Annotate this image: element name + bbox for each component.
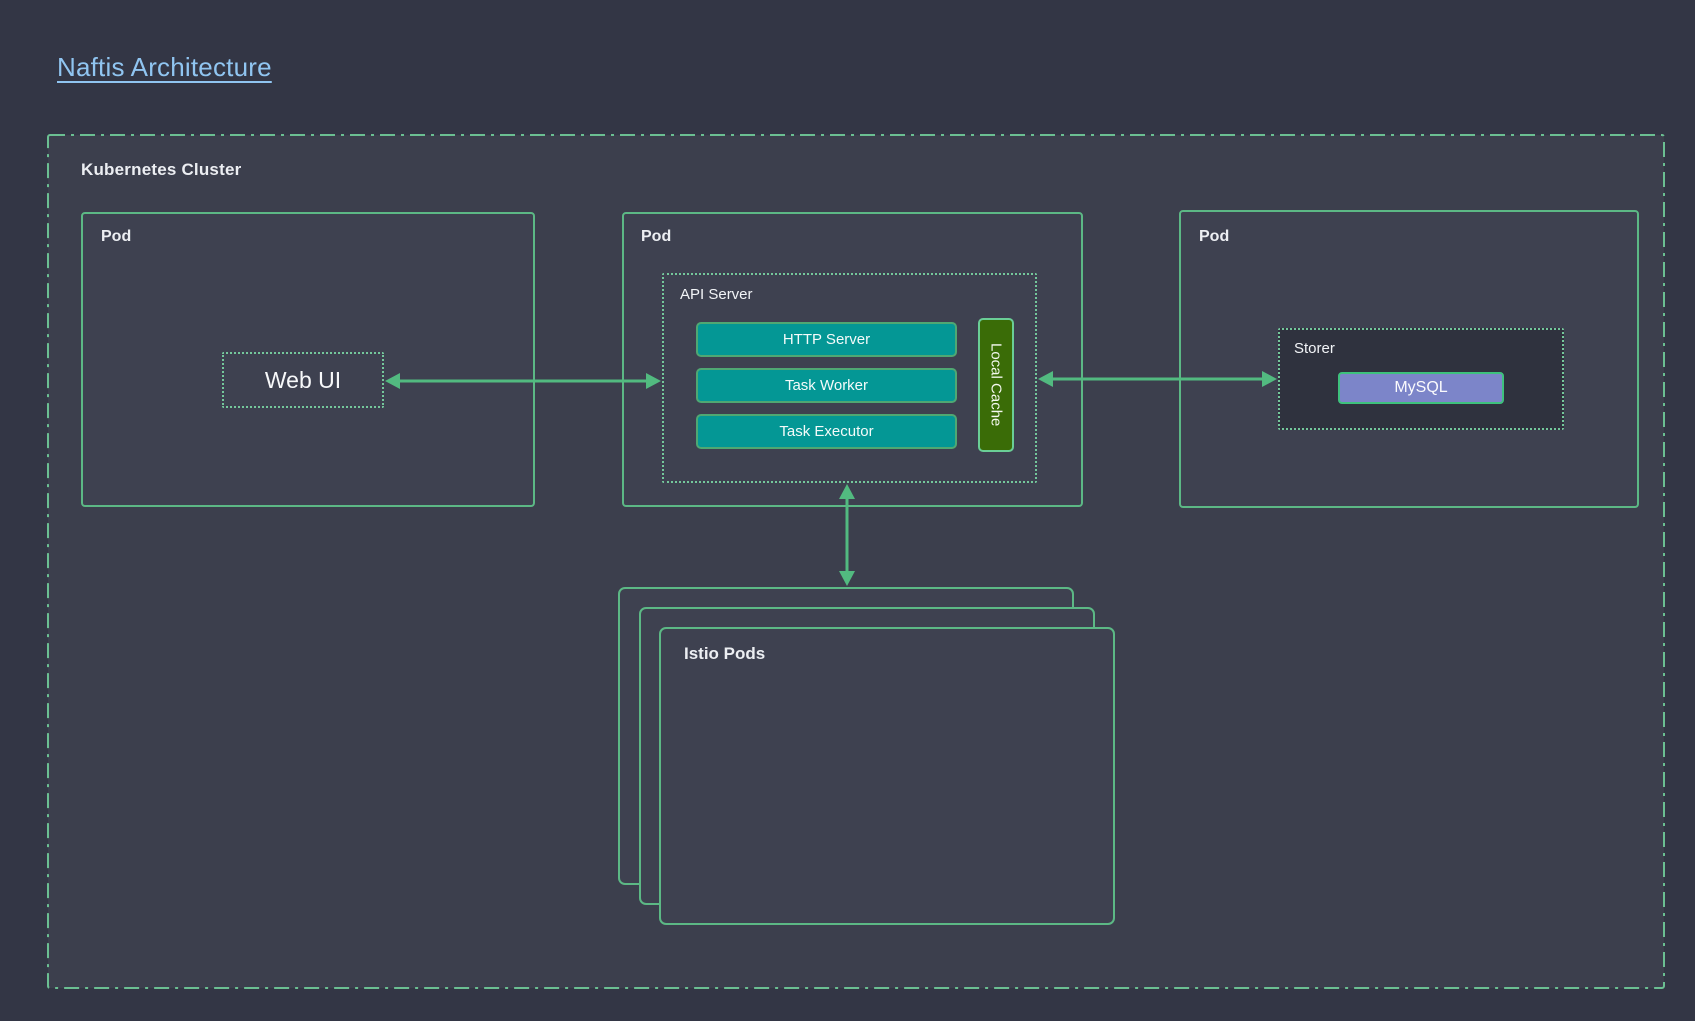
- local-cache-box: Local Cache: [978, 318, 1014, 452]
- api-pod-label: Pod: [641, 228, 672, 245]
- component-task-executor: Task Executor: [696, 414, 957, 449]
- web-ui-pod-label: Pod: [101, 228, 132, 245]
- storer-label: Storer: [1294, 340, 1335, 357]
- istio-pods-label: Istio Pods: [684, 644, 766, 663]
- page-title-link[interactable]: Naftis Architecture: [57, 52, 272, 82]
- web-ui-box: Web UI: [222, 352, 384, 408]
- local-cache-label: Local Cache: [987, 343, 1005, 427]
- component-task-worker: Task Worker: [696, 368, 957, 403]
- kubernetes-cluster-label: Kubernetes Cluster: [81, 160, 242, 179]
- istio-stack-front: [659, 627, 1115, 925]
- web-ui-label: Web UI: [264, 366, 342, 393]
- storer-pod-label: Pod: [1199, 228, 1230, 245]
- api-server-label: API Server: [680, 286, 753, 303]
- component-http-server: HTTP Server: [696, 322, 957, 357]
- mysql-box: MySQL: [1338, 372, 1504, 404]
